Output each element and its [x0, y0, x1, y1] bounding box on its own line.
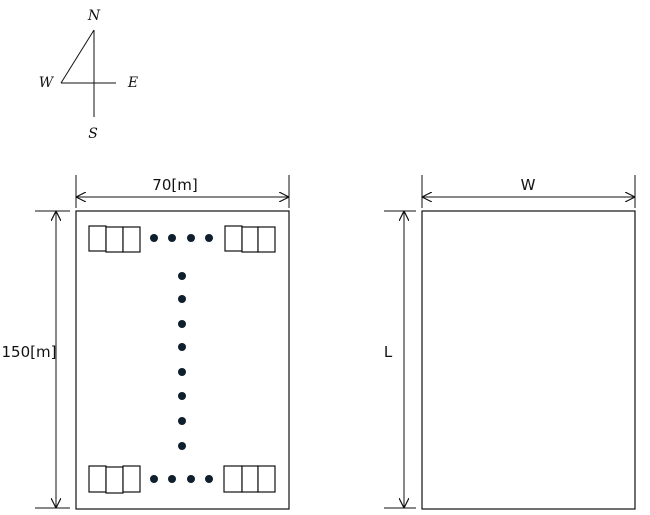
compass-north-label: N — [87, 8, 101, 24]
right-plan-dimensions: W L — [384, 175, 636, 509]
left-site-boundary — [75, 210, 290, 510]
block-top-right — [224, 225, 276, 253]
block-unit — [224, 225, 243, 252]
block-bottom-left — [88, 465, 141, 494]
compass-south-label: S — [88, 126, 98, 142]
path-dot — [178, 320, 186, 328]
dotted-path-bottom — [150, 475, 213, 483]
path-dot — [150, 234, 158, 242]
block-unit — [257, 226, 276, 253]
block-top-left — [88, 225, 141, 253]
block-unit — [122, 226, 141, 253]
block-unit — [105, 466, 124, 494]
path-dot — [187, 475, 195, 483]
path-dot — [178, 442, 186, 450]
compass-west-label: W — [39, 75, 55, 91]
path-dot — [205, 475, 213, 483]
block-unit — [241, 226, 259, 253]
path-dot — [205, 234, 213, 242]
left-length-label: 150[m] — [2, 343, 57, 361]
right-width-label: W — [521, 176, 536, 194]
path-dot — [178, 295, 186, 303]
path-dot — [187, 234, 195, 242]
block-unit — [88, 465, 107, 493]
block-unit — [105, 226, 124, 253]
path-dot — [178, 272, 186, 280]
path-dot — [178, 368, 186, 376]
block-unit — [257, 465, 276, 493]
path-dot — [178, 417, 186, 425]
left-width-label: 70[m] — [152, 176, 197, 194]
block-unit — [88, 225, 107, 252]
right-site-boundary — [421, 210, 636, 510]
compass-east-label: E — [127, 75, 138, 91]
path-dot — [178, 343, 186, 351]
dotted-path-top — [150, 234, 213, 242]
left-plan-dimensions: 70[m] 150[m] — [2, 175, 290, 509]
path-dot — [168, 234, 176, 242]
block-bottom-right — [223, 465, 276, 493]
compass-diagonal-line — [60, 29, 95, 84]
block-unit — [223, 465, 243, 493]
path-dot — [168, 475, 176, 483]
path-dot — [178, 392, 186, 400]
dotted-path-vertical — [178, 272, 186, 450]
block-unit — [122, 465, 141, 493]
block-unit — [241, 465, 259, 493]
compass-rose: N S W E — [39, 8, 138, 142]
right-length-label: L — [384, 343, 393, 361]
path-dot — [150, 475, 158, 483]
